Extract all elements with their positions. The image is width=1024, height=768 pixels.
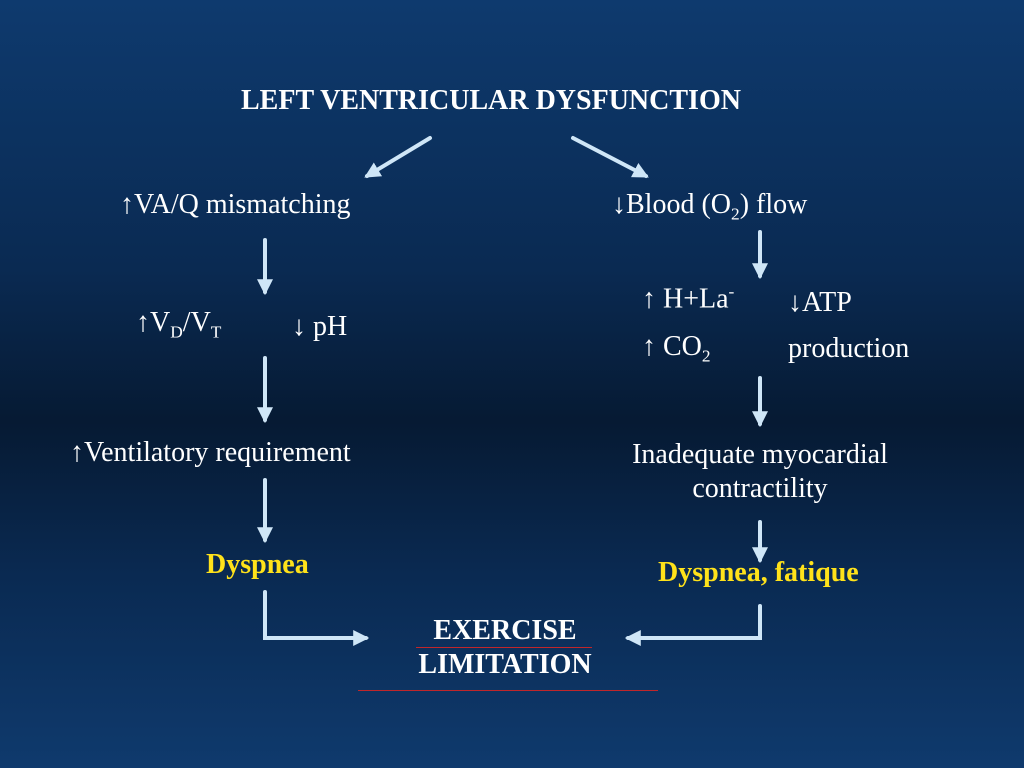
blood-flow: ↓Blood (O2) flow [612, 189, 808, 224]
co2-increase: ↑ CO2 [642, 331, 711, 366]
atp-decrease: ↓ATP [788, 287, 852, 318]
va-q-mismatching: ↑VA/Q mismatching [120, 189, 351, 220]
up-arrow-icon: ↑ [642, 331, 656, 362]
ventilatory-requirement: ↑Ventilatory requirement [70, 437, 351, 468]
down-arrow-icon: ↓ [788, 287, 802, 318]
up-arrow-icon: ↑ [136, 307, 150, 338]
up-arrow-icon: ↑ [70, 437, 84, 468]
inadequate-contractility: Inadequate myocardial contractility [632, 439, 888, 504]
exercise-limitation: EXERCISE LIMITATION [418, 615, 592, 680]
up-arrow-icon: ↑ [642, 283, 656, 315]
diagram-title: LEFT VENTRICULAR DYSFUNCTION [241, 85, 741, 116]
down-arrow-icon: ↓ [612, 189, 626, 220]
up-arrow-icon: ↑ [120, 189, 134, 220]
atp-production: production [788, 333, 910, 364]
h-la-increase: ↑ H+La- [642, 282, 735, 315]
vd-vt-ratio: ↑VD/VT [136, 307, 222, 342]
down-arrow-icon: ↓ [292, 311, 306, 342]
arrow-dyspnea-to-exercise [263, 590, 370, 646]
arrow-title-to-left [364, 136, 432, 178]
arrow-title-to-right [571, 136, 649, 178]
underline-limitation [358, 690, 658, 691]
underline-exercise [416, 647, 592, 648]
arrow-fatigue-to-exercise [624, 604, 762, 646]
dyspnea-label: Dyspnea [206, 549, 309, 580]
ph-decrease: ↓ pH [292, 311, 348, 342]
dyspnea-fatigue-label: Dyspnea, fatique [658, 557, 859, 588]
